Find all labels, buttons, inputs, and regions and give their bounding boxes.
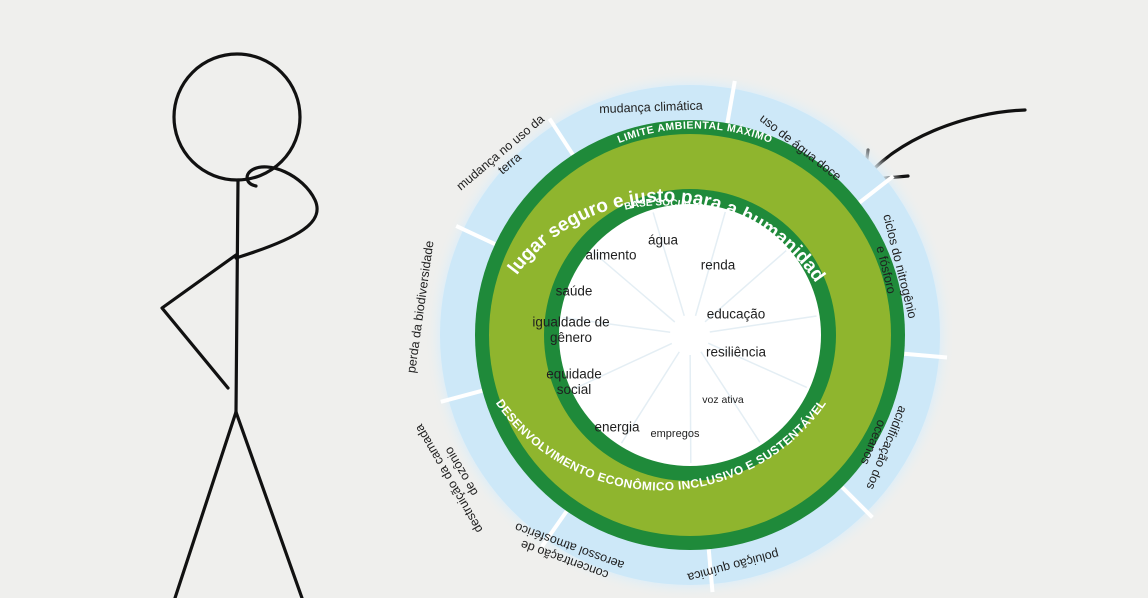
- boundary-divider: [540, 509, 569, 548]
- social-foundation-label: renda: [701, 258, 736, 273]
- figure-left-arm: [160, 253, 238, 390]
- figure-head: [172, 52, 302, 182]
- inner-spoke: [652, 212, 685, 317]
- figure-right-arm: [234, 165, 319, 260]
- boundary-divider: [455, 224, 496, 246]
- social-foundation-label: empregos: [651, 428, 700, 440]
- figure-right-leg: [234, 410, 304, 598]
- inner-spokes: [563, 211, 817, 464]
- social-foundation-label: alimento: [585, 248, 636, 263]
- social-label-line: social: [557, 382, 592, 397]
- stick-figure: [160, 52, 319, 598]
- inner-core: [559, 204, 821, 466]
- social-foundation-label: educação: [707, 307, 766, 322]
- inner-spoke: [689, 354, 692, 464]
- social-foundation-label: resiliência: [706, 345, 767, 360]
- boundary-divider: [904, 351, 948, 360]
- social-foundation-labels: água renda educação resiliência voz ativa emp…: [532, 233, 766, 440]
- inner-spoke: [694, 211, 727, 316]
- inner-spoke: [707, 342, 808, 389]
- inner-spoke: [704, 250, 787, 323]
- social-label-line: equidade: [546, 366, 602, 381]
- boundary-dividers: [440, 80, 948, 593]
- social-foundation-label: voz ativa: [702, 394, 744, 406]
- boundary-divider: [858, 174, 895, 205]
- boundary-divider: [440, 388, 483, 404]
- social-label-line: gênero: [550, 330, 592, 345]
- boundary-divider: [725, 80, 737, 124]
- figure-torso: [234, 178, 240, 414]
- inner-spoke: [592, 251, 676, 323]
- foundation-title: BASE SOCIAL: [623, 197, 694, 212]
- doughnut-diagram: LIMITE AMBIENTAL MÁXIMO O lugar seguro e…: [0, 0, 955, 598]
- figure-left-leg: [173, 410, 238, 598]
- boundary-divider: [840, 485, 874, 519]
- boundary-divider: [547, 117, 575, 156]
- social-foundation-label: energia: [594, 420, 640, 435]
- social-label-line: igualdade de: [532, 314, 609, 329]
- inner-spoke: [563, 316, 671, 334]
- social-foundation-label: água: [648, 233, 679, 248]
- boundary-divider: [706, 549, 715, 593]
- inner-spoke: [620, 351, 680, 444]
- inner-spoke: [709, 315, 817, 333]
- boundary-label: mudança climática: [599, 98, 703, 116]
- foundation-title-path: BASE SOCIAL: [623, 197, 694, 212]
- social-foundation-label: saúde: [556, 284, 593, 299]
- inner-spoke: [573, 342, 673, 390]
- inner-spoke: [700, 351, 761, 443]
